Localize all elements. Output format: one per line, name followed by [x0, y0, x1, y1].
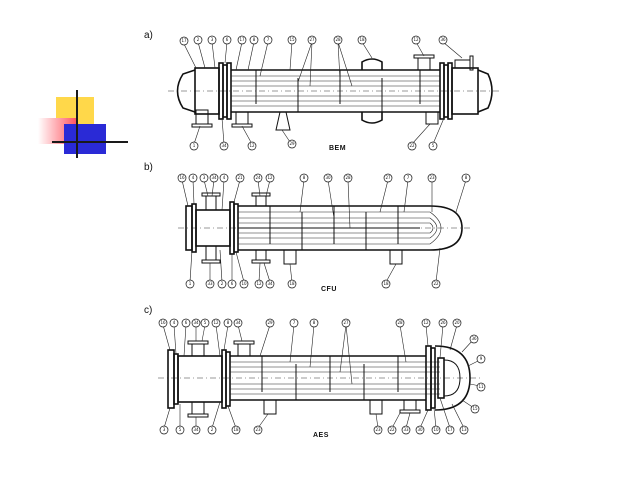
drawing-bem: 17 2 3 6 17 8 7 15 27 28 18 12 36 1 34 1… [168, 35, 500, 151]
svg-text:22: 22 [389, 427, 395, 432]
svg-text:13: 13 [461, 427, 467, 432]
svg-text:16: 16 [160, 320, 166, 325]
svg-text:30: 30 [417, 427, 423, 432]
figure-label-b: b) [144, 162, 153, 173]
svg-text:11: 11 [478, 384, 484, 389]
svg-text:23: 23 [429, 175, 435, 180]
svg-text:12: 12 [213, 320, 219, 325]
svg-text:33: 33 [403, 427, 409, 432]
svg-text:1: 1 [189, 281, 192, 286]
svg-text:34: 34 [211, 175, 217, 180]
svg-text:6: 6 [185, 320, 188, 325]
svg-text:9: 9 [480, 356, 483, 361]
svg-text:34: 34 [221, 143, 227, 148]
svg-text:12: 12 [413, 37, 419, 42]
svg-text:28: 28 [345, 175, 351, 180]
figure-label-a: a) [144, 30, 153, 41]
svg-text:29: 29 [267, 320, 273, 325]
svg-text:3: 3 [211, 37, 214, 42]
svg-text:16: 16 [179, 175, 185, 180]
svg-text:17: 17 [447, 427, 453, 432]
svg-text:33: 33 [207, 281, 213, 286]
svg-text:8: 8 [313, 320, 316, 325]
figure-code-b: CFU [321, 286, 337, 293]
svg-text:18: 18 [359, 37, 365, 42]
svg-text:8: 8 [227, 320, 230, 325]
svg-text:34: 34 [267, 281, 273, 286]
svg-text:7: 7 [267, 37, 270, 42]
svg-text:28: 28 [335, 37, 341, 42]
svg-text:18: 18 [233, 427, 239, 432]
svg-text:15: 15 [289, 37, 295, 42]
svg-text:5: 5 [179, 427, 182, 432]
svg-text:20: 20 [454, 320, 460, 325]
svg-text:3: 3 [203, 175, 206, 180]
svg-text:6: 6 [226, 37, 229, 42]
drawing-aes: 16 4 6 34 5 12 8 34 29 7 8 27 28 12 26 2… [158, 318, 486, 435]
svg-text:36: 36 [471, 336, 477, 341]
svg-text:34: 34 [193, 320, 199, 325]
svg-text:27: 27 [309, 37, 315, 42]
svg-text:7: 7 [293, 320, 296, 325]
svg-text:5: 5 [432, 143, 435, 148]
svg-text:2: 2 [211, 427, 214, 432]
figure-code-c: AES [313, 432, 329, 439]
svg-text:10: 10 [433, 427, 439, 432]
svg-text:4: 4 [173, 320, 176, 325]
decorative-horizontal-line [52, 141, 128, 143]
svg-text:18: 18 [289, 281, 295, 286]
svg-text:22: 22 [433, 281, 439, 286]
svg-text:8: 8 [253, 37, 256, 42]
svg-text:12: 12 [256, 281, 262, 286]
svg-text:34: 34 [193, 427, 199, 432]
drawing-cfu: 16 4 3 34 4 21 24 12 8 30 28 27 7 23 8 1… [177, 173, 471, 289]
svg-text:30: 30 [325, 175, 331, 180]
svg-text:26: 26 [440, 320, 446, 325]
svg-text:4: 4 [192, 175, 195, 180]
svg-text:3: 3 [163, 427, 166, 432]
decorative-blue-square [64, 124, 106, 154]
svg-text:17: 17 [181, 38, 187, 43]
svg-text:2: 2 [221, 281, 224, 286]
svg-text:12: 12 [267, 175, 273, 180]
svg-text:23: 23 [375, 427, 381, 432]
svg-text:1: 1 [193, 143, 196, 148]
svg-text:10: 10 [241, 281, 247, 286]
svg-text:12: 12 [423, 320, 429, 325]
svg-text:22: 22 [409, 143, 415, 148]
svg-text:27: 27 [385, 175, 391, 180]
svg-text:8: 8 [303, 175, 306, 180]
svg-text:15: 15 [472, 406, 478, 411]
svg-text:8: 8 [465, 175, 468, 180]
svg-text:27: 27 [343, 320, 349, 325]
svg-text:7: 7 [407, 175, 410, 180]
svg-text:21: 21 [237, 175, 243, 180]
svg-text:23: 23 [255, 427, 261, 432]
svg-text:36: 36 [440, 37, 446, 42]
figure-label-c: c) [144, 305, 153, 316]
svg-text:6: 6 [231, 281, 234, 286]
svg-text:34: 34 [235, 320, 241, 325]
svg-text:17: 17 [239, 37, 245, 42]
svg-text:24: 24 [255, 175, 261, 180]
svg-text:29: 29 [289, 141, 295, 146]
svg-text:5: 5 [204, 320, 207, 325]
svg-text:18: 18 [383, 281, 389, 286]
svg-text:28: 28 [397, 320, 403, 325]
svg-text:12: 12 [249, 143, 255, 148]
decorative-vertical-line [76, 90, 78, 158]
figure-code-a: BEM [329, 145, 347, 152]
svg-text:2: 2 [197, 37, 200, 42]
svg-text:4: 4 [223, 175, 226, 180]
